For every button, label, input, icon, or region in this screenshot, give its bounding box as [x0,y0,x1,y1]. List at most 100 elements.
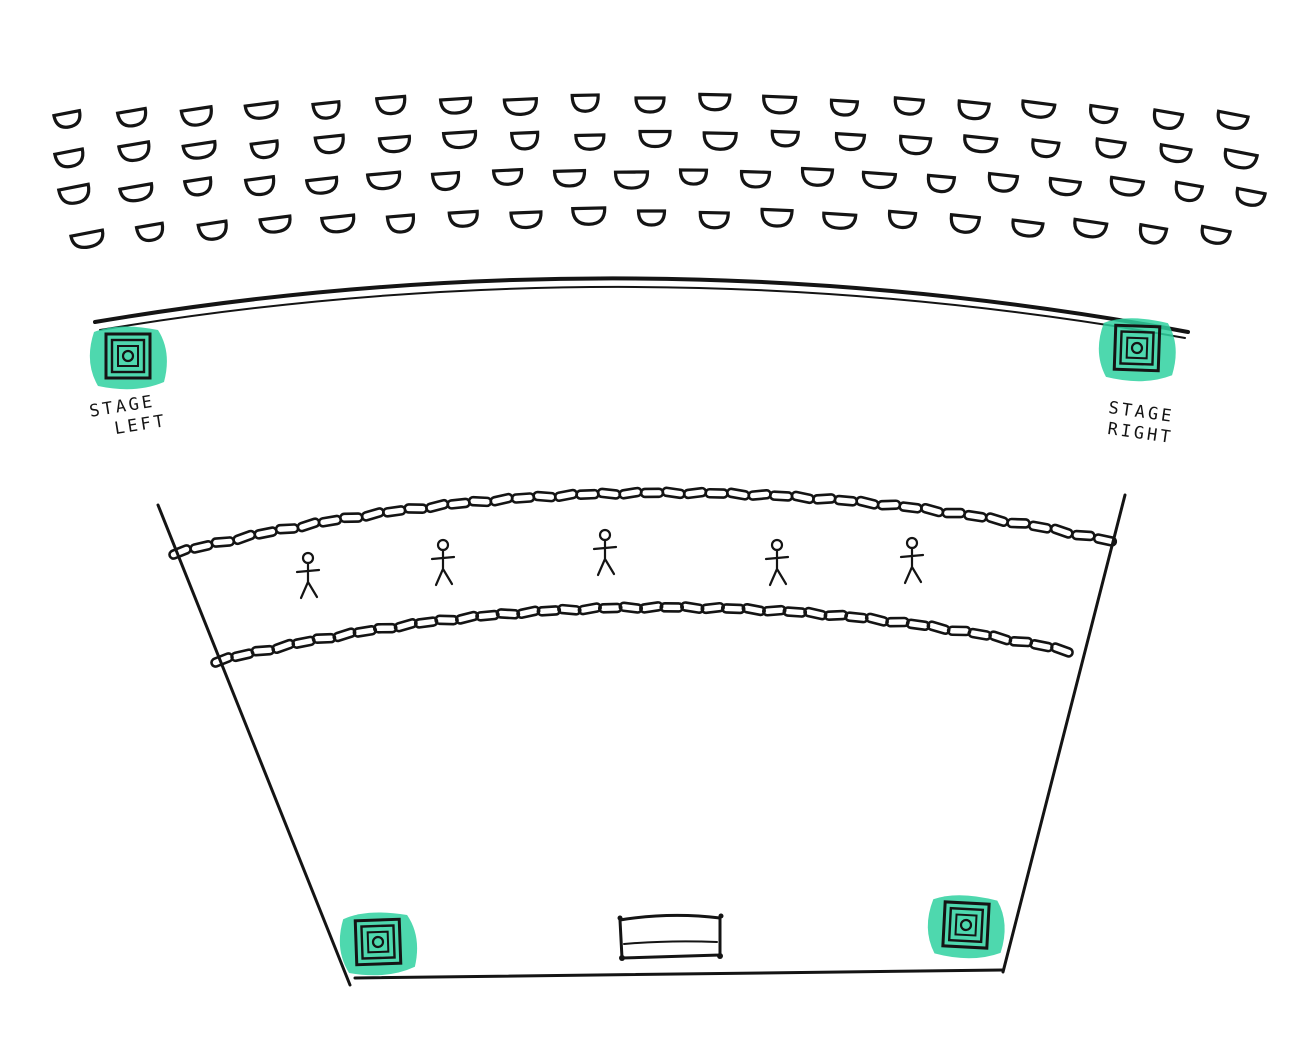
chain-link [812,493,837,505]
audience-seat [52,108,82,129]
audience-seat [1216,109,1250,130]
audience-seat [510,130,540,151]
chain-link [618,486,643,500]
chain-link [864,612,890,627]
audience-seat [698,210,730,230]
chain-link [704,487,729,499]
speaker-stage-right [1098,318,1176,382]
audience-seat [1200,224,1232,245]
audience-seat [834,131,867,152]
audience-seat [377,134,411,154]
monitor-desk [617,913,724,961]
audience-seat [447,209,479,228]
chain-link [332,627,357,643]
audience-seat [822,211,858,230]
chain-link [536,605,562,617]
audience-seat [491,167,524,186]
stage-right-wall [1001,493,1127,974]
audience-seat [181,139,217,160]
audience-seat [800,166,835,187]
chain-link [833,494,859,507]
chain-link [250,644,276,657]
audience-seat [1031,138,1061,159]
chain-link [577,602,602,616]
chain-link [967,627,992,641]
chain-link [823,609,849,622]
chain-link [984,512,1009,527]
chain-link [1008,636,1034,648]
speaker-rear-left [339,912,418,976]
chain-link [210,652,234,668]
chain-link [761,604,787,617]
audience-seat [762,94,798,115]
chain-link [510,492,536,504]
chain-link [725,487,751,501]
audience-seat [887,209,918,230]
audience-seat [430,170,461,192]
chain-link [639,601,664,614]
chain-link [557,603,582,616]
performers [295,528,925,600]
chain-link [253,526,278,540]
chain-link [475,609,500,622]
chain-link [963,509,988,523]
chain-link [296,517,321,533]
chain-link [425,498,450,514]
chain-link [1050,642,1074,658]
chain-link [168,544,192,560]
audience-seat [1048,176,1083,197]
chain-link [803,606,828,621]
chain-link [941,507,967,519]
audience-seat [319,213,356,234]
audience-seat [196,219,228,241]
audience-seat [636,209,667,227]
chain-link [844,611,869,624]
chain-link [1049,523,1074,539]
audience-seat [182,176,213,197]
chain-link [271,638,296,655]
chain-link [618,601,644,614]
audience-seat [1159,142,1193,164]
audience-seating [52,92,1267,249]
chain-link [905,618,931,632]
chain-link [339,512,364,524]
chain-link [680,601,705,614]
chain-link [747,488,772,501]
audience-seat [385,213,416,234]
stage-front-edge-secondary [99,285,1186,339]
audience-seat [739,169,772,189]
chain-link [659,602,685,613]
chain-link [274,523,300,535]
audience-seat [1235,186,1267,207]
audience-seat [987,171,1020,193]
audience-seat [134,221,165,243]
audience-seat [613,170,650,190]
audience-seat [634,96,666,114]
chain-link [988,630,1013,646]
audience-seat [1095,137,1127,159]
stage-front-edge [93,276,1190,334]
audience-seat [1011,218,1045,238]
chain-link [446,497,471,510]
audience-seat [926,173,957,194]
audience-seat [1138,222,1169,245]
chain-link [311,632,337,645]
chain-link [317,514,343,528]
audience-seat [313,133,345,155]
chain-link [291,635,316,649]
performer-figure [764,538,790,587]
audience-seat [702,131,738,151]
chain-link [454,610,480,625]
audience-seat [1152,108,1185,131]
chain-link [434,614,459,626]
audience-seat [502,97,538,116]
audience-seat [56,182,91,205]
audience-seat [770,129,800,148]
audience-seat [115,106,148,128]
chain-link [413,616,439,629]
audience-seat [698,92,732,112]
performer-figure [295,551,321,600]
audience-seat [949,212,982,234]
audience-seat [571,206,607,226]
chain-link [639,487,665,499]
